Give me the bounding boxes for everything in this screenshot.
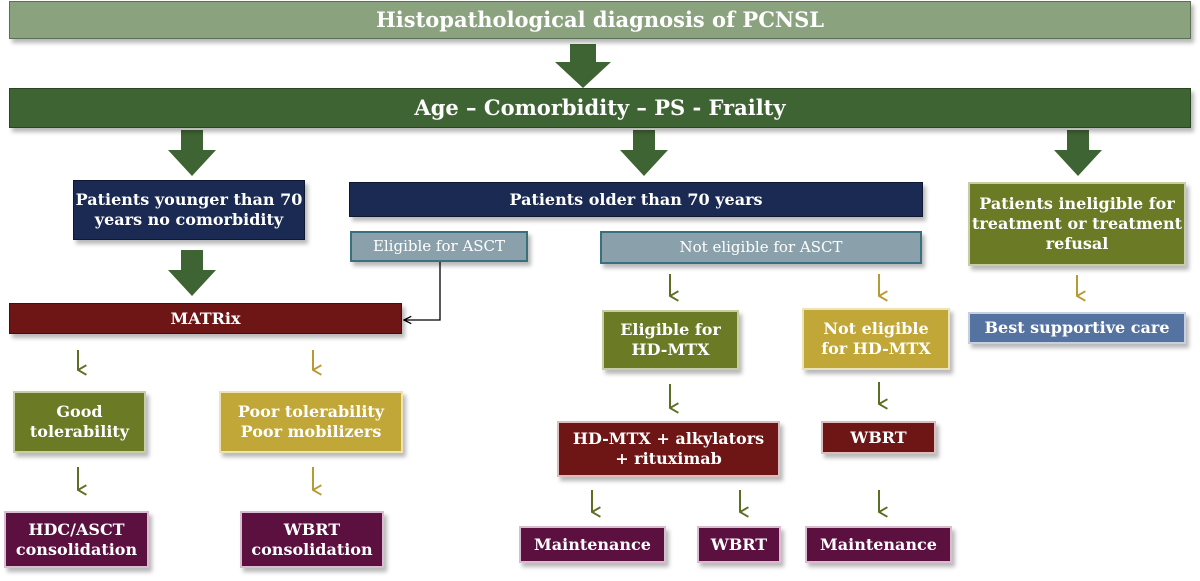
hdc-asct-consolidation-box: HDC/ASCT consolidation: [4, 511, 149, 568]
maintenance-box: Maintenance: [805, 526, 952, 563]
hdmtx-combo-box: HD-MTX + alkylators + rituximab: [557, 421, 780, 477]
eligible-hdmtx-box: Eligible for HD-MTX: [602, 310, 739, 370]
good-tolerability-box: Good tolerability: [13, 391, 146, 453]
maintenance-box: Maintenance: [519, 526, 666, 563]
wbrt-consolidation-box: WBRT consolidation: [240, 511, 384, 568]
down-arrow-icon: [555, 44, 611, 88]
down-arrow-icon: [1054, 130, 1102, 176]
older-patients-box: Patients older than 70 years: [349, 182, 923, 217]
best-supportive-care-box: Best supportive care: [968, 312, 1186, 344]
not-eligible-asct-box: Not eligible for ASCT: [600, 231, 922, 264]
down-arrow-icon: [620, 130, 668, 176]
not-eligible-hdmtx-box: Not eligible for HD-MTX: [802, 308, 950, 370]
wbrt-box: WBRT: [821, 421, 936, 454]
ineligible-patients-box: Patients ineligible for treatment or tre…: [968, 182, 1186, 266]
diagnosis-header: Histopathological diagnosis of PCNSL: [9, 1, 1191, 39]
down-arrow-icon: [168, 250, 216, 296]
poor-tolerability-box: Poor tolerability Poor mobilizers: [219, 391, 403, 453]
younger-patients-box: Patients younger than 70 years no comorb…: [73, 180, 305, 240]
eligible-asct-box: Eligible for ASCT: [350, 231, 528, 262]
criteria-bar: Age – Comorbidity – PS - Frailty: [9, 88, 1191, 128]
down-arrow-icon: [168, 130, 216, 176]
wbrt-bottom-box: WBRT: [697, 526, 781, 563]
eligible-to-matrix-connector: [404, 262, 441, 320]
matrix-box: MATRix: [9, 303, 402, 334]
